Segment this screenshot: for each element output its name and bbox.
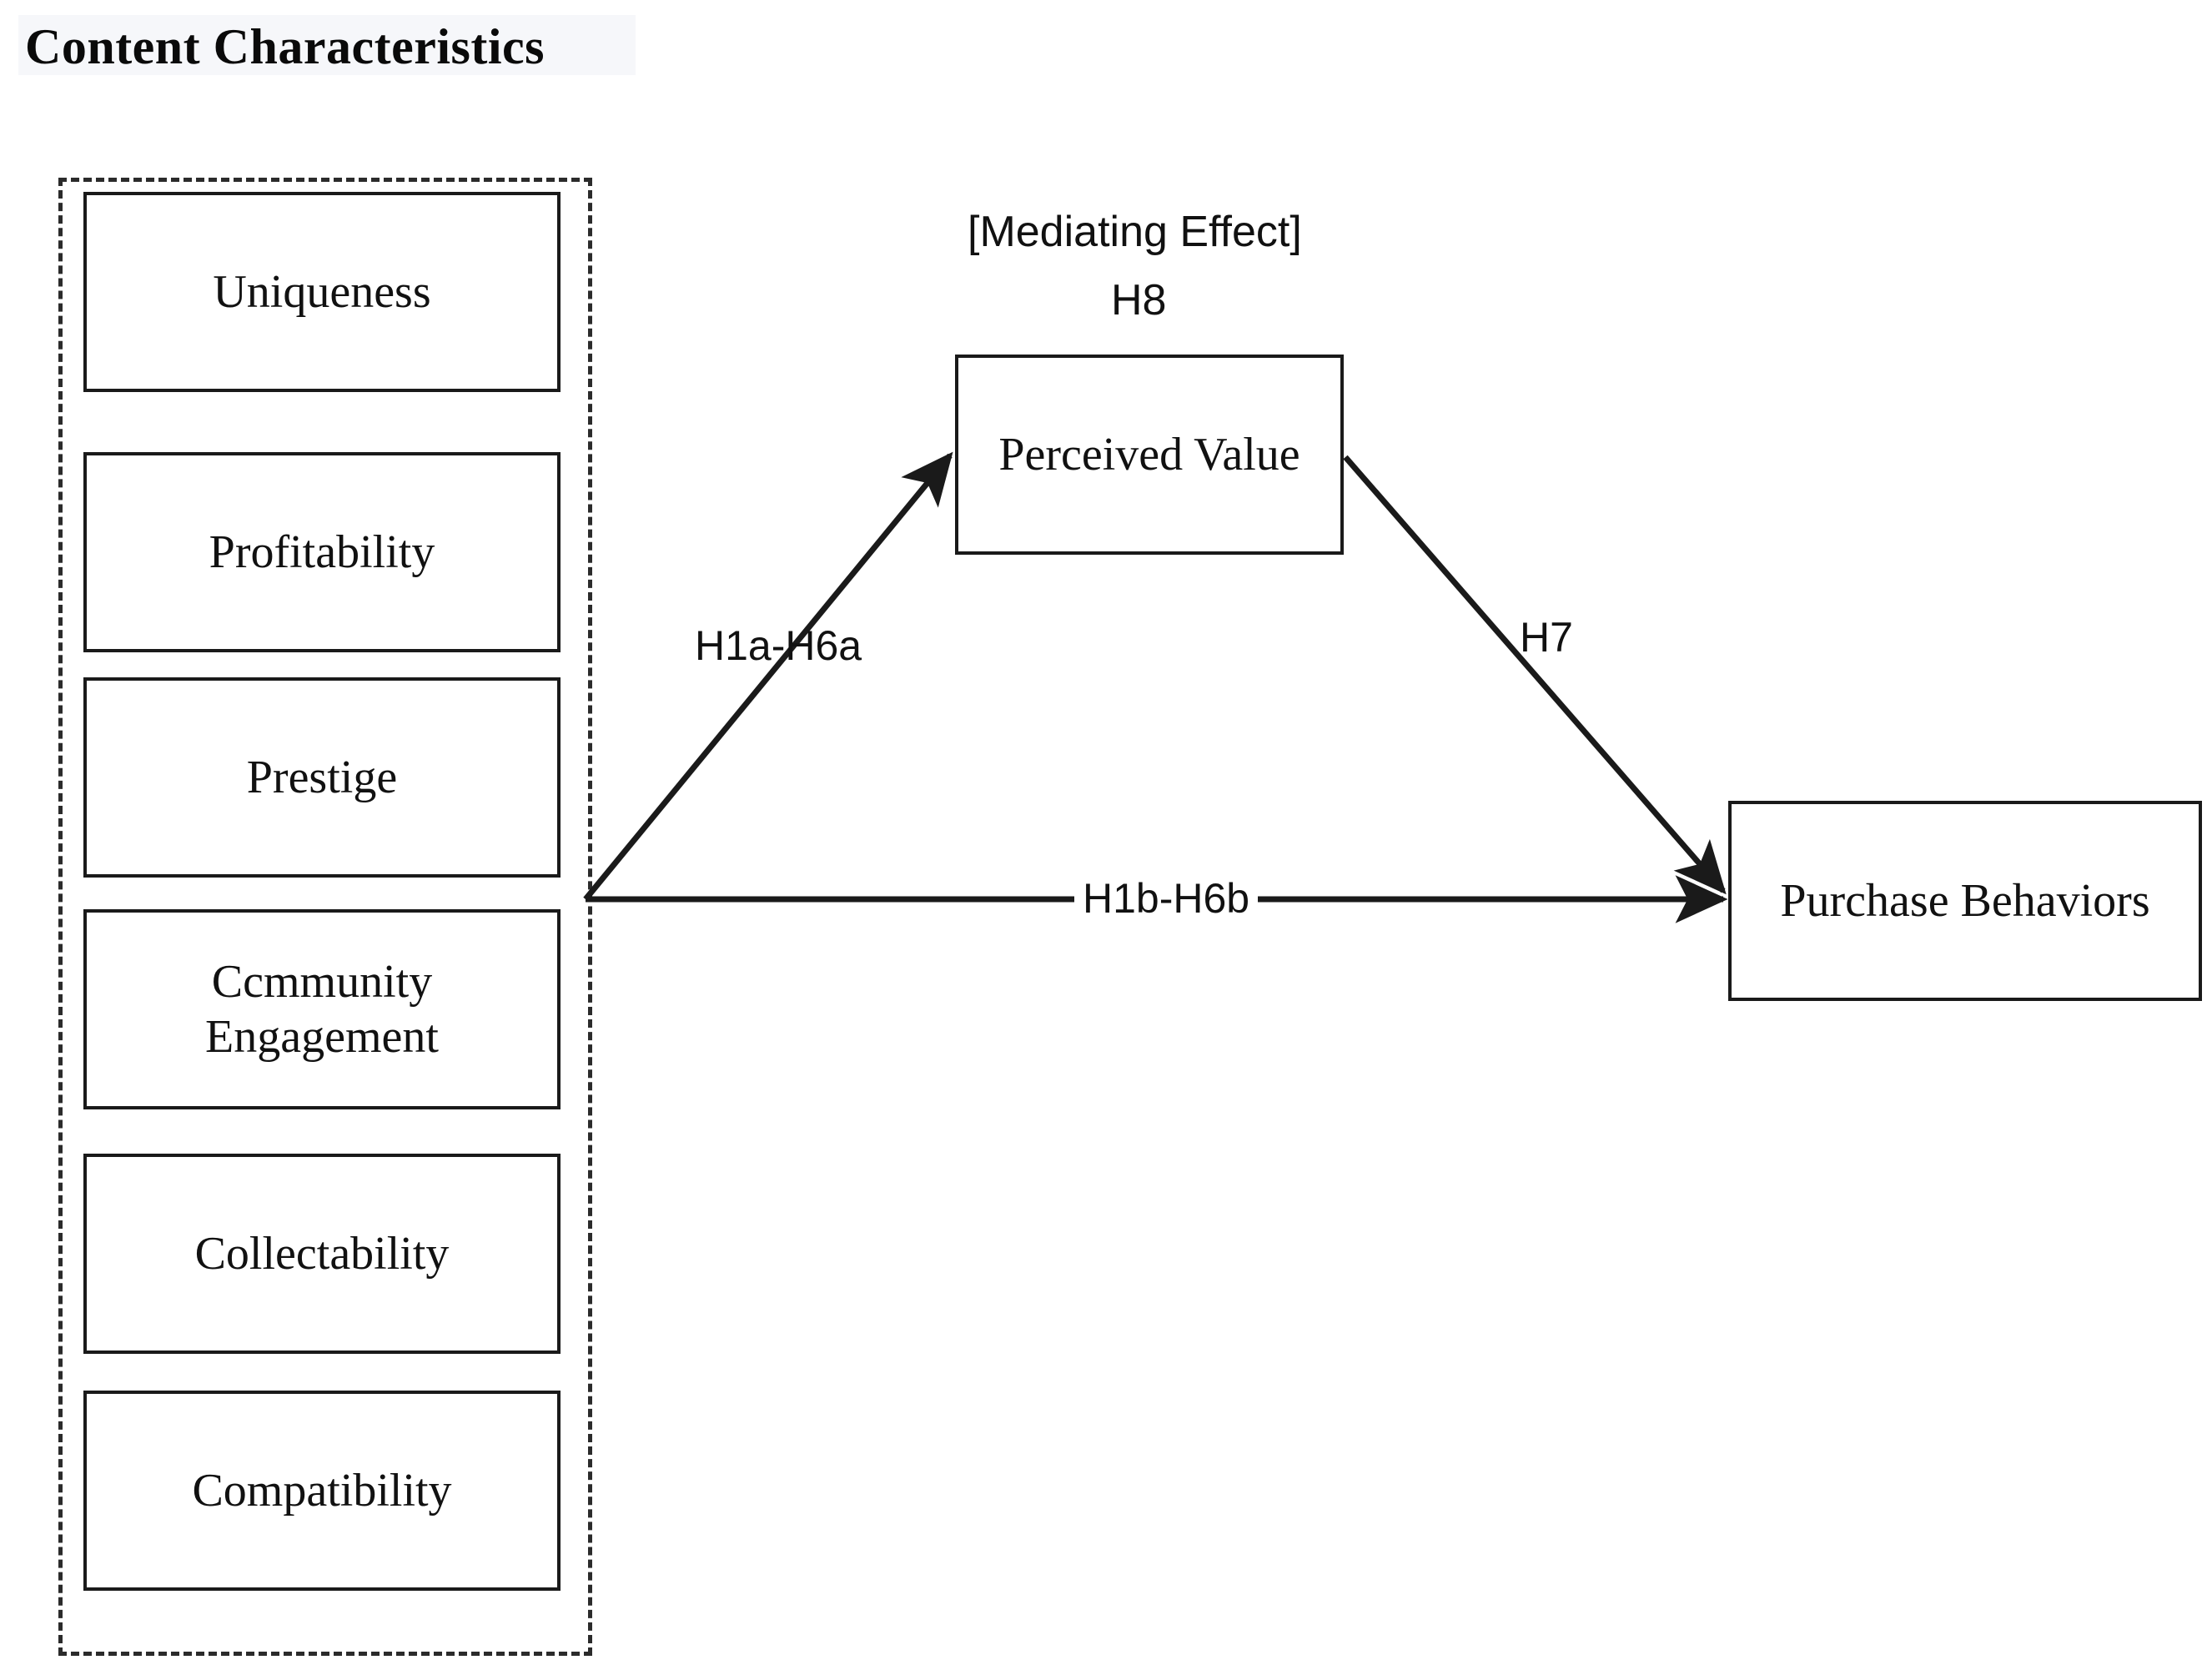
construct-label-collectability: Collectability <box>194 1227 450 1280</box>
construct-box-collectability[interactable]: Collectability <box>83 1154 561 1354</box>
construct-label-community-engagement-line1: Ccmmunity <box>211 955 433 1008</box>
hypothesis-label-h1a-h6a: H1a-H6a <box>695 622 862 669</box>
construct-label-uniqueness: Uniqueness <box>213 265 431 318</box>
node-label-perceived-value: Perceived Value <box>998 429 1300 480</box>
content-characteristics-group <box>58 178 592 1656</box>
node-box-purchase-behaviors[interactable]: Purchase Behaviors <box>1728 801 2202 1001</box>
edge-mediator-to-outcome <box>1343 455 1727 895</box>
hypothesis-label-h8: H8 <box>1111 276 1167 324</box>
construct-box-prestige[interactable]: Prestige <box>83 677 561 878</box>
construct-box-uniqueness[interactable]: Uniqueness <box>83 192 561 392</box>
edge-constructs-to-mediator <box>583 451 953 902</box>
page-title-highlight <box>18 15 636 75</box>
construct-label-community-engagement-line2: Engagement <box>205 1011 439 1063</box>
construct-box-profitability[interactable]: Profitability <box>83 452 561 652</box>
hypothesis-label-h7: H7 <box>1520 614 1573 661</box>
construct-box-compatibility[interactable]: Compatibility <box>83 1391 561 1591</box>
construct-label-compatibility: Compatibility <box>192 1464 452 1517</box>
mediating-effect-caption: [Mediating Effect] <box>968 208 1302 256</box>
construct-label-profitability: Profitability <box>209 526 435 578</box>
construct-label-prestige: Prestige <box>246 751 398 803</box>
node-box-perceived-value[interactable]: Perceived Value <box>955 355 1344 555</box>
node-label-purchase-behaviors: Purchase Behaviors <box>1780 875 2150 927</box>
page-title: Content Characteristics <box>25 19 545 74</box>
hypothesis-label-h1b-h6b: H1b-H6b <box>1074 873 1259 924</box>
